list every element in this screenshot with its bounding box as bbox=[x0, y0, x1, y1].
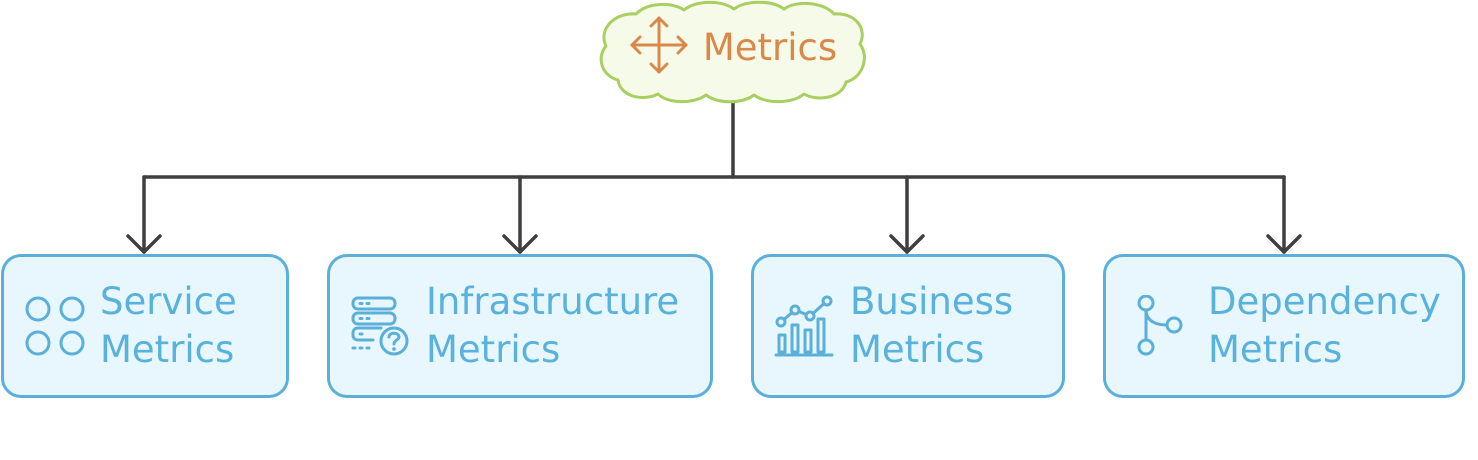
node-label-line1: Business bbox=[850, 280, 1014, 323]
arrowhead-business bbox=[889, 234, 925, 254]
git-branch-icon bbox=[1134, 295, 1186, 357]
line-bar-chart-icon bbox=[774, 295, 836, 357]
node-label-line2: Metrics bbox=[850, 328, 985, 371]
arrowhead-service bbox=[126, 234, 162, 254]
server-question-icon bbox=[350, 295, 412, 357]
node-label-line2: Metrics bbox=[100, 328, 235, 371]
node-label-line1: Service bbox=[100, 280, 237, 323]
move-arrows-icon bbox=[629, 15, 689, 79]
root-label: Metrics bbox=[702, 25, 838, 69]
node-dependency-metrics[interactable]: Dependency Metrics bbox=[1103, 254, 1465, 398]
node-infrastructure-metrics[interactable]: Infrastructure Metrics bbox=[327, 254, 713, 398]
node-label-line1: Dependency bbox=[1208, 280, 1441, 323]
arrowhead-dependency bbox=[1266, 234, 1302, 254]
node-service-metrics[interactable]: Service Metrics bbox=[1, 254, 289, 398]
node-label-line1: Infrastructure bbox=[426, 280, 680, 323]
four-circles-icon bbox=[24, 295, 86, 357]
node-label-line2: Metrics bbox=[1208, 328, 1343, 371]
node-business-metrics[interactable]: Business Metrics bbox=[751, 254, 1065, 398]
arrowhead-infrastructure bbox=[502, 234, 538, 254]
node-label-line2: Metrics bbox=[426, 328, 561, 371]
root-node-metrics[interactable]: Metrics bbox=[596, 0, 870, 104]
